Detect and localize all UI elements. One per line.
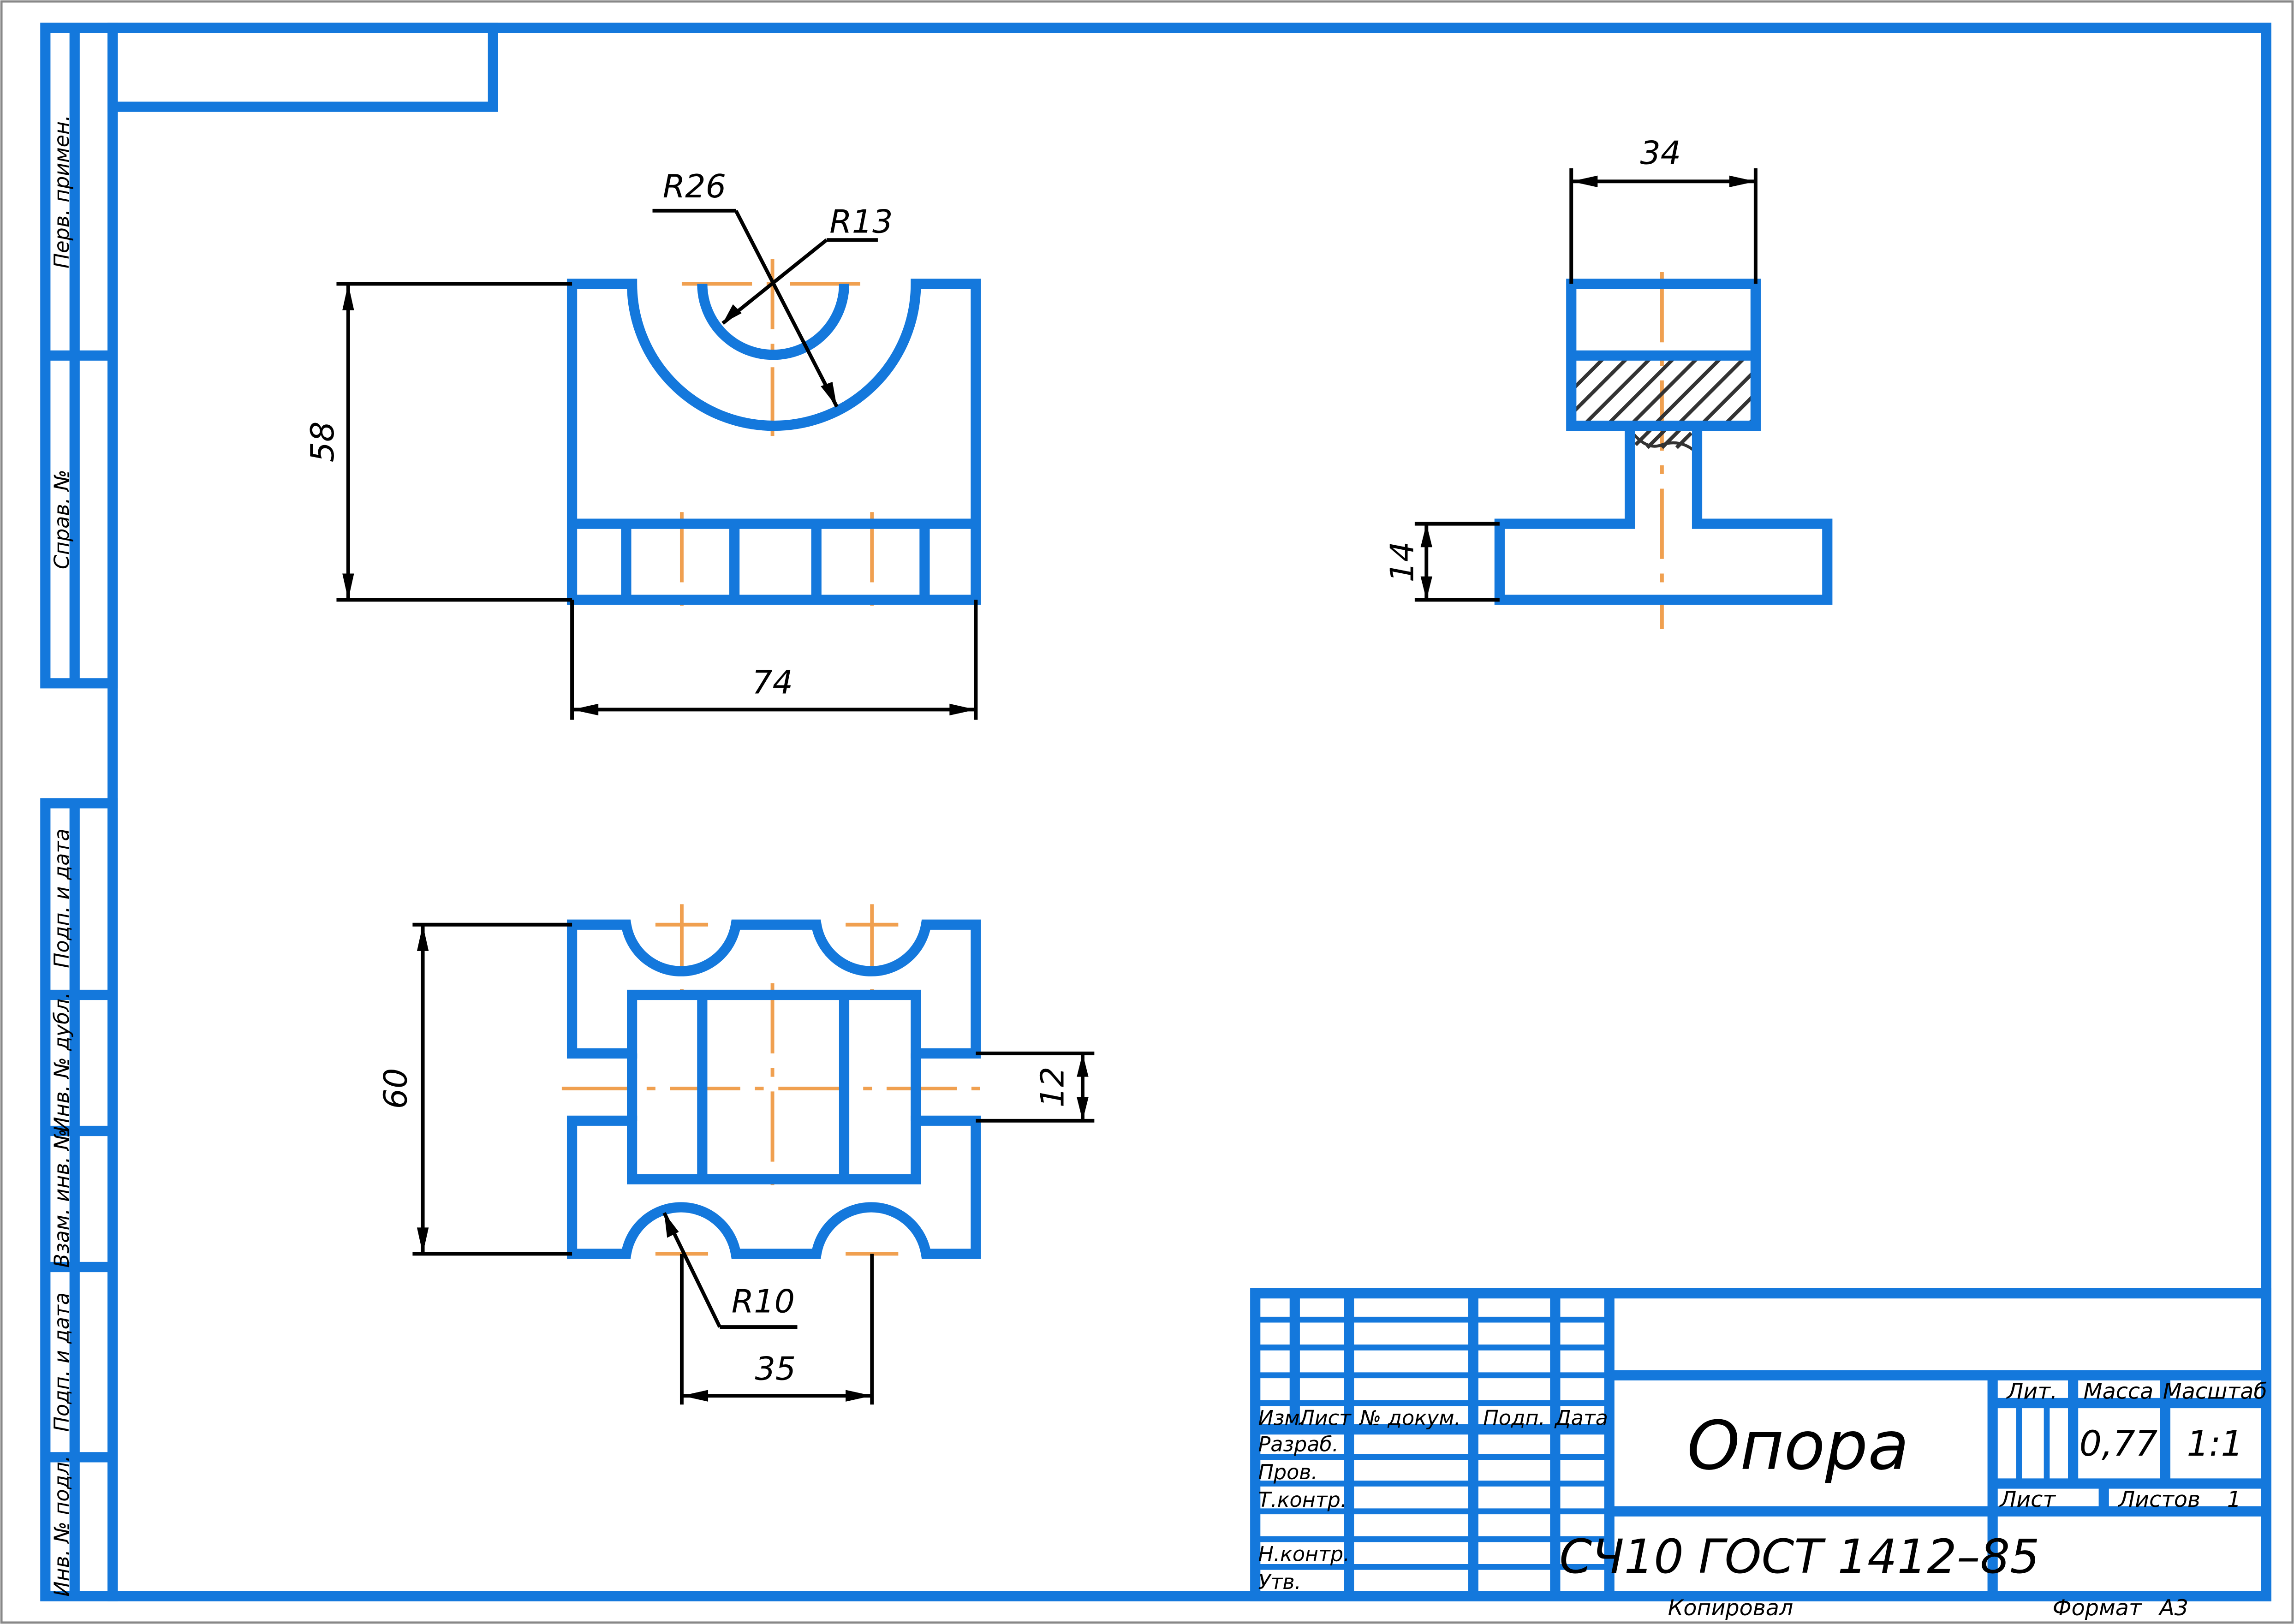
dim-74: 74 [752,664,793,702]
margin-label-inv-dubl: Инв. № дубл. [50,992,74,1132]
tb-scale-label: Масштаб [2163,1379,2267,1404]
margin-label-perv-primen: Перв. примен. [50,115,74,268]
footer: Копировал Формат А3 [1668,1595,2188,1621]
tb-role-tkontr: Т.контр. [1258,1488,1347,1512]
margin-label-podp-data-2: Подп. и дата [50,1292,74,1432]
tb-title: Опора [1687,1407,1909,1485]
title-block: Изм. Лист № докум. Подп. Дата Разраб. Пр… [1250,1288,2271,1601]
tb-scale-value: 1:1 [2187,1423,2243,1464]
tb-role-razrab: Разраб. [1258,1433,1339,1457]
dim-58: 58 [304,422,341,463]
footer-format-label: Формат [2053,1595,2142,1621]
dim-r10: R10 [732,1283,795,1320]
side-margin: Перв. примен. Справ. № Подп. и дата Инв.… [40,23,118,1601]
tb-header-izm: Изм. [1258,1407,1306,1430]
margin-label-podp-data-1: Подп. и дата [50,828,74,968]
margin-label-sprav-no: Справ. № [50,470,74,569]
dim-60: 60 [377,1068,415,1109]
tb-sheet-label: Лист [1999,1487,2056,1512]
tb-lit-label: Лит. [2006,1379,2058,1404]
tb-mass-value: 0,77 [2079,1423,2157,1464]
footer-format-value: А3 [2158,1595,2188,1621]
tb-sheets-label: Листов [2117,1487,2200,1512]
margin-label-inv-podl: Инв. № подл. [50,1455,74,1596]
footer-copied: Копировал [1668,1595,1793,1621]
side-view: 34 14 [1384,134,1833,629]
tb-header-data: Дата [1554,1407,1608,1430]
plan-view: 60 12 R10 35 [377,904,1095,1405]
tb-header-n-dokum: № докум. [1359,1407,1461,1430]
dim-34: 34 [1640,134,1681,172]
tb-role-utv: Утв. [1258,1570,1301,1594]
tb-role-prov: Пров. [1258,1461,1318,1484]
tb-role-nkontr: Н.контр. [1258,1543,1350,1566]
tb-header-podp: Подп. [1483,1407,1545,1430]
dim-r26: R26 [663,168,726,205]
tb-sheets-value: 1 [2227,1487,2241,1512]
tb-mass-label: Масса [2084,1379,2154,1404]
margin-label-vzam-inv: Взам. инв. № [50,1129,74,1267]
tb-header-list: Лист [1298,1407,1352,1430]
dim-35: 35 [755,1350,796,1387]
dim-r13: R13 [829,203,893,240]
dim-14: 14 [1384,541,1421,583]
front-view: R26 R13 58 74 [304,168,981,720]
dim-12: 12 [1034,1066,1072,1107]
tb-material: СЧ10 ГОСТ 1412–85 [1559,1529,2039,1584]
